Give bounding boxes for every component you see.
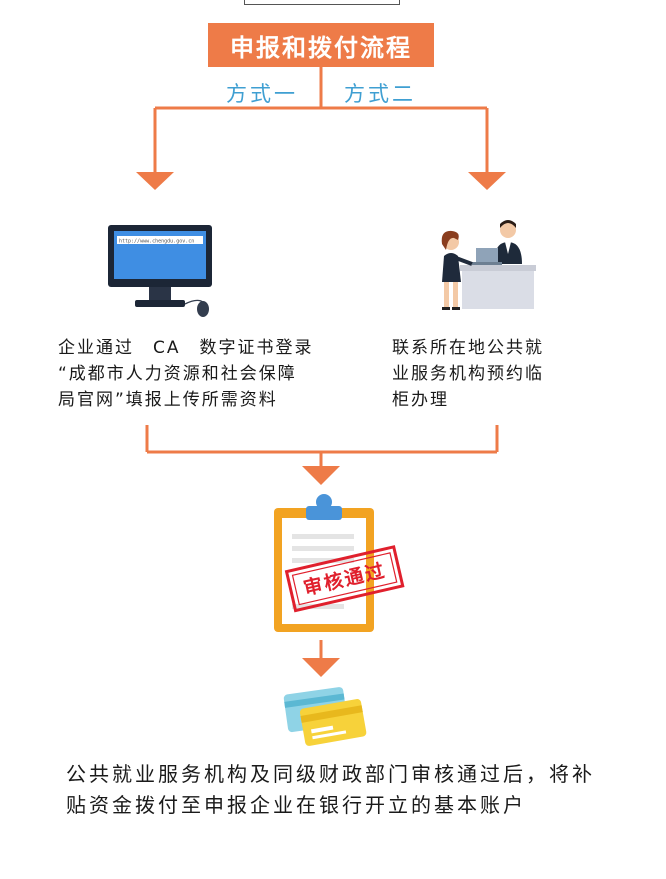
clipboard-approved-icon: 审核通过 (274, 494, 405, 632)
method-one-line: “成都市人力资源和社会保障 (58, 364, 297, 384)
computer-monitor-icon: http://www.chengdu.gov.cn (108, 225, 212, 317)
method-one-line: 企业通过 CA 数字证书登录 (58, 338, 314, 358)
svg-text:http://www.chengdu.gov.cn: http://www.chengdu.gov.cn (119, 239, 194, 245)
service-counter-icon (441, 220, 536, 310)
right-arrow (468, 172, 506, 190)
method-one-description: 企业通过 CA 数字证书登录 “成都市人力资源和社会保障 局官网”填报上传所需资… (58, 335, 378, 413)
merge-arrow (302, 466, 340, 485)
bank-cards-icon (283, 687, 367, 746)
method-two-label: 方式二 (344, 82, 416, 106)
page-title: 申报和拨付流程 (208, 23, 434, 67)
method-two-description: 联系所在地公共就 业服务机构预约临 柜办理 (392, 335, 612, 413)
clipboard-arrow (302, 658, 340, 677)
disbursement-description: 公共就业服务机构及同级财政部门审核通过后，将补贴资金拨付至申报企业在银行开立的基… (66, 762, 595, 817)
method-two-line: 柜办理 (392, 390, 449, 410)
top-frame-box (244, 0, 400, 5)
method-two-line: 联系所在地公共就 (392, 338, 544, 358)
method-one-line: 局官网”填报上传所需资料 (58, 390, 278, 410)
method-one-label: 方式一 (226, 82, 298, 106)
left-arrow (136, 172, 174, 190)
method-two-line: 业服务机构预约临 (392, 364, 544, 384)
